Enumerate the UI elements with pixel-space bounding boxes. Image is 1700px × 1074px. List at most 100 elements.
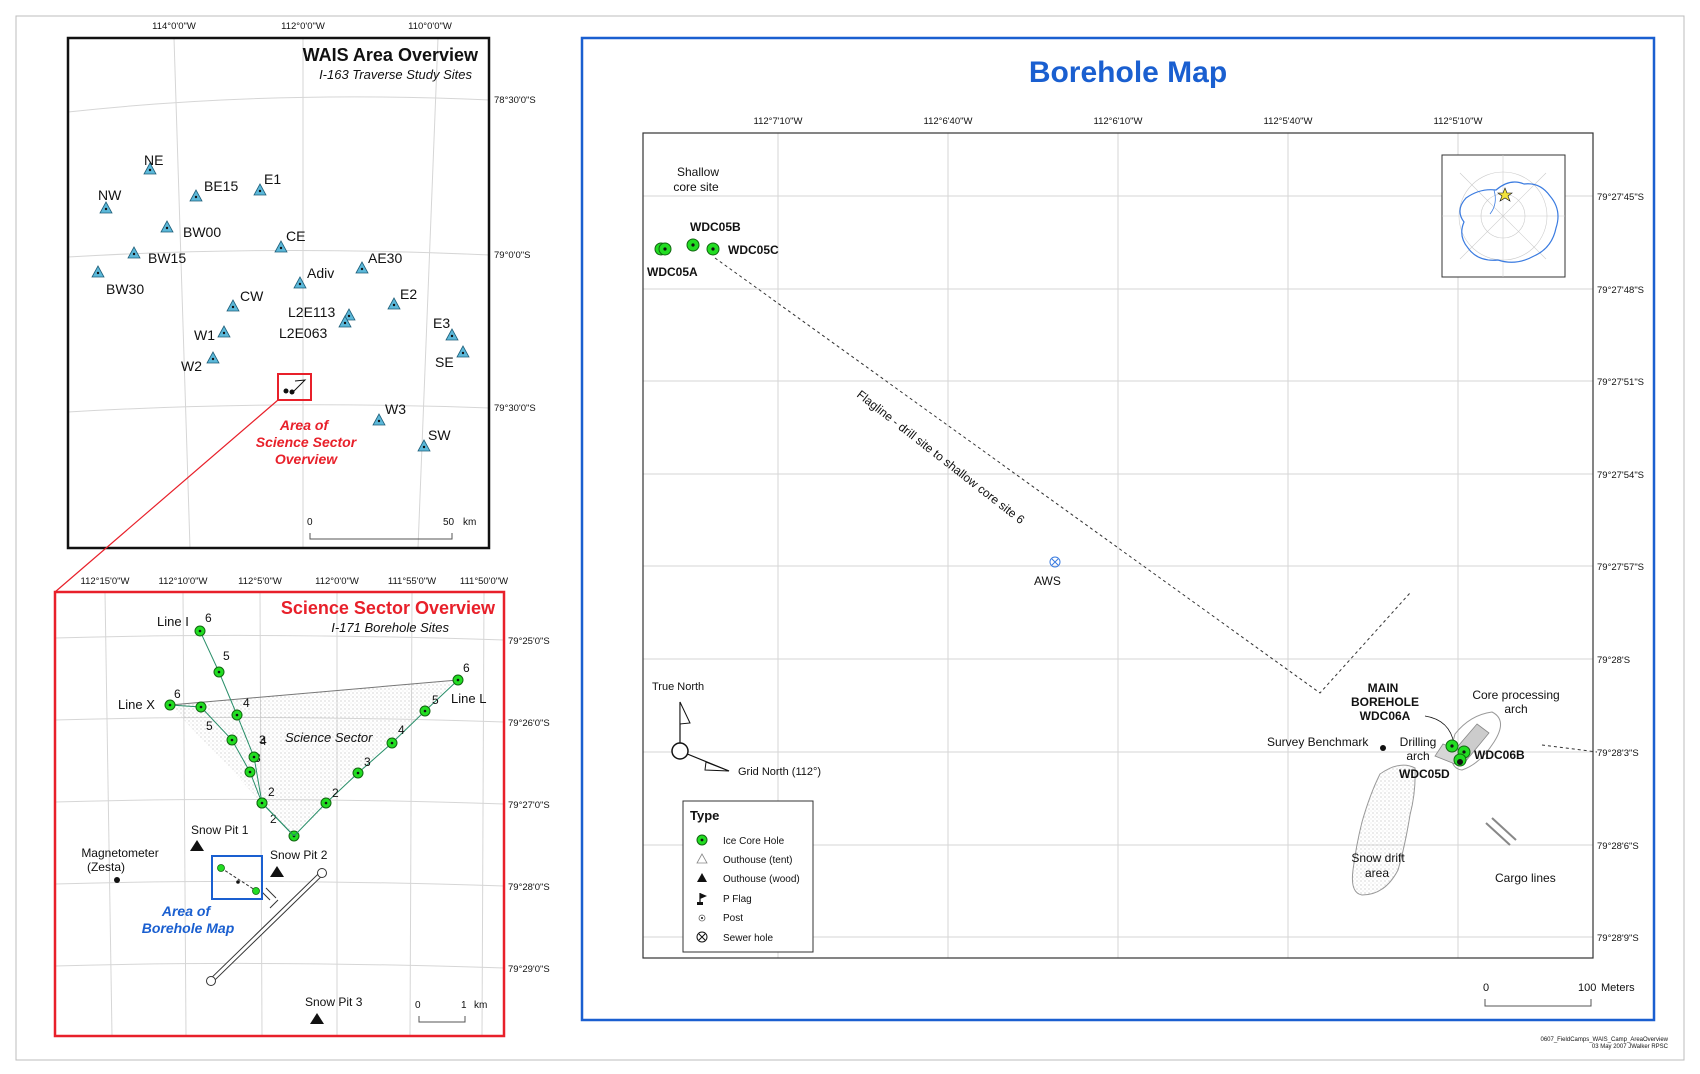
traverse-site[interactable]: W2: [181, 351, 220, 374]
triangle-site-icon: [91, 265, 105, 278]
traverse-site[interactable]: BW00: [160, 220, 221, 240]
sewer-hole-cross: [1051, 558, 1059, 566]
scale-label: 0: [1483, 982, 1489, 994]
antarctica-locator-inset: [1441, 154, 1566, 278]
traverse-site[interactable]: BW30: [91, 265, 144, 297]
snow-drift-area: [1351, 764, 1416, 896]
core-processing-label: arch: [1504, 702, 1527, 716]
science-area-label: Science Sector: [256, 434, 358, 450]
science-sector-area-box[interactable]: [277, 373, 312, 401]
science-lat-tick: 79°27'0"S: [508, 800, 550, 811]
cargo-lines-label: Cargo lines: [1495, 871, 1556, 885]
borehole-lat-tick: 79°28'S: [1597, 655, 1630, 666]
post-icon: [1450, 744, 1454, 748]
science-subtitle: I-171 Borehole Sites: [331, 620, 449, 635]
scale-label: 50: [443, 517, 455, 528]
traverse-site[interactable]: W1: [194, 325, 231, 343]
magnetometer-label: Magnetometer: [81, 846, 158, 860]
borehole-line: [199, 630, 295, 837]
point-number: 4: [260, 734, 267, 748]
science-area-label: Area of: [279, 417, 330, 433]
traverse-site[interactable]: SW: [417, 427, 451, 452]
borehole-lat-tick: 79°27'48"S: [1597, 285, 1644, 296]
legend-item: Outhouse (tent): [696, 853, 792, 866]
borehole-frame: [580, 36, 1656, 1022]
main-borehole-label: MAIN: [1368, 681, 1399, 695]
borehole-lines: 234562345623456: [164, 611, 470, 842]
triangle-site-icon: [160, 220, 174, 233]
scale-label: 0: [307, 517, 313, 528]
borehole-lon-tick: 112°5'40"W: [1264, 116, 1313, 127]
traverse-site[interactable]: AE30: [355, 250, 402, 274]
borehole-title: Borehole Map: [1029, 56, 1227, 89]
point-number: 4: [243, 696, 250, 710]
point-number: 6: [205, 611, 212, 625]
outhouse-wood-icon: [270, 866, 284, 877]
shallow-core-label: core site: [673, 180, 719, 194]
borehole-map-area-box[interactable]: [211, 855, 263, 900]
core-processing-label: Core processing: [1472, 688, 1559, 702]
site-label: BE15: [204, 178, 238, 194]
mini-flagline: [220, 867, 256, 891]
location-star-icon: [1497, 187, 1513, 202]
ice-core-hole-icon: [217, 864, 225, 872]
borehole-lon-tick: 112°7'10"W: [754, 116, 803, 127]
scale-label: 100: [1578, 982, 1596, 994]
cargo-lines: [1485, 817, 1517, 846]
outhouse-wood-icon: [697, 873, 707, 882]
site-label: SW: [428, 427, 451, 443]
traverse-site[interactable]: E1: [253, 171, 281, 196]
traverse-site[interactable]: BE15: [189, 178, 238, 202]
snow-pit-2-label: Snow Pit 2: [270, 848, 328, 862]
traverse-site[interactable]: E2: [387, 286, 417, 310]
traverse-site[interactable]: NW: [98, 187, 122, 214]
traverse-site[interactable]: SE: [435, 345, 470, 370]
traverse-site[interactable]: E3: [433, 315, 459, 341]
point-number: 5: [223, 649, 230, 663]
site-label: CE: [286, 228, 305, 244]
wais-lat-tick: 79°30'0"S: [494, 403, 536, 414]
legend-label: Post: [723, 913, 743, 924]
traverse-site[interactable]: Adiv: [293, 265, 334, 289]
point-number: 5: [206, 719, 213, 733]
point-number: 4: [398, 723, 405, 737]
borehole-area-label: Area of: [161, 903, 212, 919]
legend-item: Post: [698, 913, 743, 924]
traverse-site[interactable]: CE: [274, 228, 305, 253]
traverse-site[interactable]: CW: [226, 288, 264, 312]
snow-drift-label: Snow drift: [1351, 851, 1405, 865]
legend-item: Sewer hole: [696, 931, 773, 944]
line-l-label: Line L: [451, 691, 486, 706]
post-icon: [1462, 750, 1466, 754]
science-lon-tick: 112°0'0"W: [315, 576, 359, 587]
point-number: 3: [364, 755, 371, 769]
snow-pit-1-label: Snow Pit 1: [191, 823, 249, 837]
traverse-site[interactable]: BW15: [127, 246, 186, 266]
sheet-border: [15, 15, 1685, 1061]
site-label: E3: [433, 315, 450, 331]
aws-label: AWS: [1034, 574, 1061, 588]
traverse-site[interactable]: L2E063: [279, 315, 352, 341]
true-north-label: True North: [652, 681, 704, 693]
legend-title: Type: [690, 808, 719, 823]
science-sector-area: [170, 680, 458, 836]
point-number: 5: [432, 693, 439, 707]
flagline-label: Flagline - drill site to shallow core si…: [854, 387, 1027, 527]
camp-flagline: [290, 379, 307, 395]
traverse-site[interactable]: NE: [143, 152, 163, 175]
wais-lon-tick: 110°0'0"W: [408, 21, 452, 32]
traverse-site[interactable]: W3: [372, 401, 406, 426]
credit-line: 0607_FieldCamps_WAIS_Camp_AreaOverview: [1541, 1037, 1669, 1043]
borehole-lon-tick: 112°6'10"W: [1094, 116, 1143, 127]
snow-drift-label: area: [1365, 866, 1389, 880]
site-label: L2E063: [279, 325, 327, 341]
post-icon: [236, 880, 240, 884]
borehole-lat-tick: 79°28'6"S: [1597, 841, 1639, 852]
science-lat-tick: 79°26'0"S: [508, 718, 550, 729]
science-lon-tick: 111°55'0"W: [388, 576, 436, 587]
sewer-hole-icon: [1049, 556, 1061, 568]
outhouse-wood-icon: [190, 840, 204, 851]
point-number: 3: [259, 733, 266, 747]
zoom-connector: [54, 399, 279, 593]
